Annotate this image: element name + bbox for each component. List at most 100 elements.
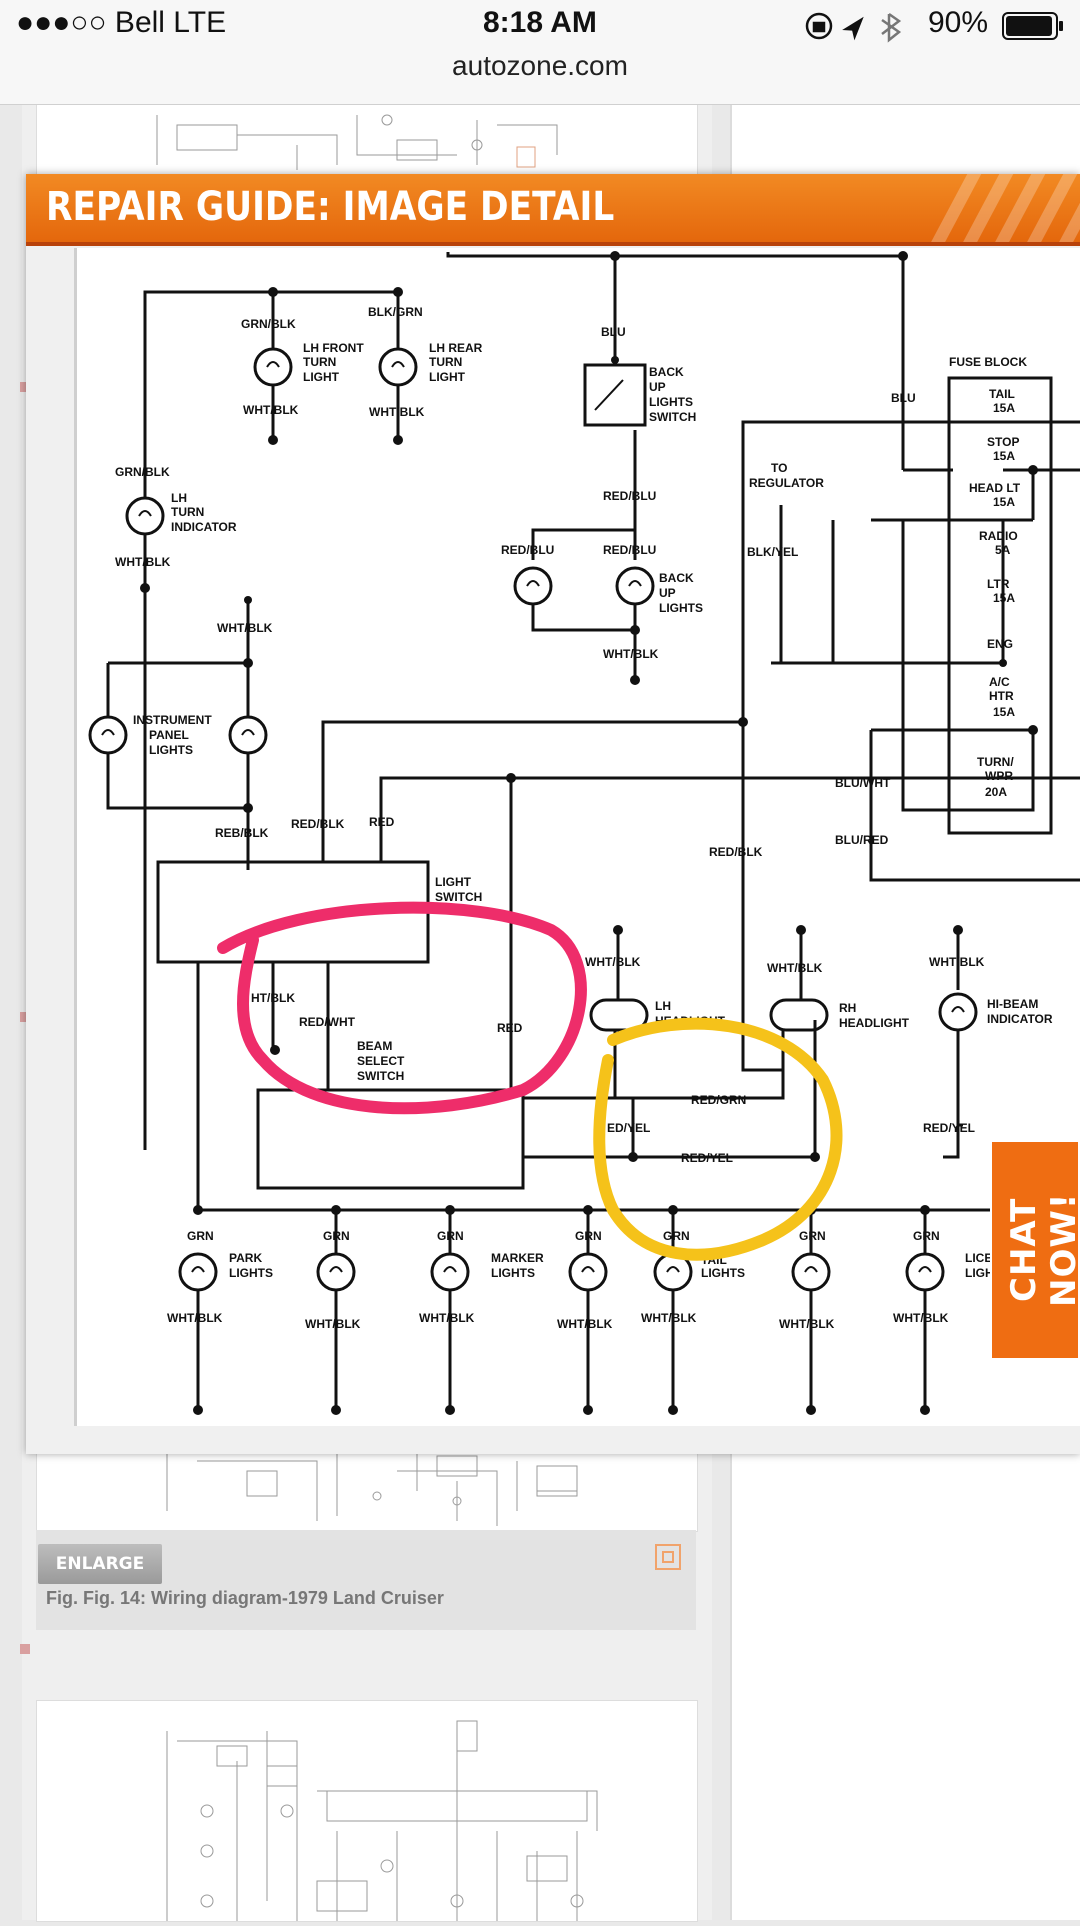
label-lights: LIGHTS bbox=[649, 395, 693, 409]
label-lights-2: LIGHTS bbox=[659, 601, 703, 615]
yellow-circle-annotation bbox=[593, 1017, 843, 1261]
bluetooth-icon bbox=[881, 12, 902, 43]
label-beam: BEAM bbox=[357, 1039, 392, 1053]
battery-icon bbox=[1002, 12, 1064, 40]
label-blk-grn: BLK/GRN bbox=[368, 305, 423, 319]
label-radio: RADIO bbox=[979, 529, 1018, 543]
lamp-filaments bbox=[101, 361, 965, 1273]
bullet-marker bbox=[20, 1644, 30, 1654]
label-instrument: INSTRUMENT bbox=[133, 713, 212, 727]
label-blu-red: BLU/RED bbox=[835, 833, 889, 847]
bullet-marker bbox=[20, 382, 30, 392]
label-indicator: INDICATOR bbox=[171, 520, 237, 534]
label-red-2: RED bbox=[497, 1021, 523, 1035]
next-figure-thumbnail[interactable] bbox=[36, 1700, 698, 1922]
label-15a: 15A bbox=[993, 401, 1015, 415]
label-wht-blk-11: WHT/BLK bbox=[419, 1311, 475, 1325]
label-grn-3: GRN bbox=[437, 1229, 464, 1243]
label-lights-5: LIGHTS bbox=[491, 1266, 535, 1280]
label-back-2: BACK bbox=[659, 571, 694, 585]
enlarge-button[interactable]: ENLARGE bbox=[38, 1544, 162, 1584]
expand-icon[interactable] bbox=[655, 1544, 681, 1570]
label-wht-blk-15: WHT/BLK bbox=[893, 1311, 949, 1325]
label-wht-blk-6: WHT/BLK bbox=[585, 955, 641, 969]
thumbnail-diagram bbox=[166, 1451, 578, 1526]
label-lh: LH bbox=[171, 491, 187, 505]
label-blk-yel: BLK/YEL bbox=[747, 545, 798, 559]
label-ht-blk: HT/BLK bbox=[251, 991, 295, 1005]
chat-now-label[interactable]: CHAT NOW! bbox=[1004, 1192, 1080, 1308]
label-grn: GRN bbox=[187, 1229, 214, 1243]
label-blu: BLU bbox=[601, 325, 626, 339]
label-to: TO bbox=[771, 461, 787, 475]
label-red-blu-2: RED/BLU bbox=[501, 543, 554, 557]
carrier-signal: ●●●○○ Bell LTE bbox=[16, 6, 227, 39]
image-detail-modal: REPAIR GUIDE: IMAGE DETAIL bbox=[26, 174, 1080, 1454]
label-htr: HTR bbox=[989, 689, 1014, 703]
label-rh: RH bbox=[839, 1001, 856, 1015]
label-lh-head: LH bbox=[655, 999, 671, 1013]
label-wht-blk-12: WHT/BLK bbox=[557, 1317, 613, 1331]
label-20a: 20A bbox=[985, 785, 1007, 799]
label-lights-3: LIGHTS bbox=[149, 743, 193, 757]
chat-now-button[interactable] bbox=[990, 1140, 1080, 1360]
label-up-2: UP bbox=[659, 586, 676, 600]
label-turn-wpr: TURN/ bbox=[977, 755, 1014, 769]
label-ligh: LIGH bbox=[965, 1266, 994, 1280]
label-15a-4: 15A bbox=[993, 591, 1015, 605]
modal-header: REPAIR GUIDE: IMAGE DETAIL bbox=[26, 174, 1080, 242]
label-red-grn: RED/GRN bbox=[691, 1093, 746, 1107]
url-bar[interactable]: autozone.com bbox=[452, 50, 628, 81]
label-blu-wht: BLU/WHT bbox=[835, 776, 891, 790]
label-red: RED bbox=[369, 815, 395, 829]
label-red-yel-2: RED/YEL bbox=[923, 1121, 975, 1135]
label-ed-yel: ED/YEL bbox=[607, 1121, 650, 1135]
label-grn-4: GRN bbox=[575, 1229, 602, 1243]
status-time: 8:18 AM bbox=[483, 6, 597, 39]
label-lh-front: LH FRONT bbox=[303, 341, 364, 355]
figure-14-thumbnail[interactable] bbox=[36, 1450, 698, 1532]
label-wht-blk-9: WHT/BLK bbox=[167, 1311, 223, 1325]
label-15a-3: 15A bbox=[993, 495, 1015, 509]
label-red-wht: RED/WHT bbox=[299, 1015, 356, 1029]
label-grn-2: GRN bbox=[323, 1229, 350, 1243]
label-wht-blk-13: WHT/BLK bbox=[641, 1311, 697, 1325]
wiring-diagram-svg: GRN/BLK BLK/GRN LH FRONT TURN LIGHT LH R… bbox=[88, 251, 1080, 1415]
label-turn-2: TURN bbox=[429, 355, 462, 369]
label-tail: TAIL bbox=[989, 387, 1015, 401]
label-lice: LICE bbox=[965, 1251, 992, 1265]
label-5a: 5A bbox=[995, 543, 1011, 557]
label-eng: ENG bbox=[987, 637, 1013, 651]
label-reb-blk: REB/BLK bbox=[215, 826, 269, 840]
thumbnail-diagram bbox=[156, 114, 558, 170]
status-icons bbox=[804, 8, 914, 44]
rotation-lock-icon bbox=[805, 12, 833, 40]
previous-figure-thumbnail[interactable] bbox=[36, 104, 698, 176]
label-headlight-2: HEADLIGHT bbox=[839, 1016, 910, 1030]
label-up: UP bbox=[649, 380, 666, 394]
diagram-labels: GRN/BLK BLK/GRN LH FRONT TURN LIGHT LH R… bbox=[115, 305, 1053, 1331]
label-lights-6: LIGHTS bbox=[701, 1266, 745, 1280]
label-light-switch: LIGHT bbox=[435, 875, 472, 889]
label-park: PARK bbox=[229, 1251, 262, 1265]
label-wht-blk: WHT/BLK bbox=[243, 403, 299, 417]
wiring-diagram[interactable]: GRN/BLK BLK/GRN LH FRONT TURN LIGHT LH R… bbox=[74, 248, 1080, 1426]
battery-percent: 90% bbox=[928, 6, 989, 39]
wires bbox=[106, 252, 1080, 1410]
label-lights-4: LIGHTS bbox=[229, 1266, 273, 1280]
label-red-blu: RED/BLU bbox=[603, 489, 656, 503]
label-red-blk-2: RED/BLK bbox=[709, 845, 763, 859]
label-light: LIGHT bbox=[303, 370, 340, 384]
label-turn-3: TURN bbox=[171, 505, 204, 519]
label-wht-blk-10: WHT/BLK bbox=[305, 1317, 361, 1331]
label-back: BACK bbox=[649, 365, 684, 379]
label-switch-2: SWITCH bbox=[357, 1069, 404, 1083]
figure-caption: Fig. Fig. 14: Wiring diagram-1979 Land C… bbox=[46, 1588, 444, 1608]
label-lh-rear: LH REAR bbox=[429, 341, 483, 355]
lamps bbox=[88, 347, 978, 1292]
label-ltr: LTR bbox=[987, 577, 1010, 591]
label-head-lt: HEAD LT bbox=[969, 481, 1021, 495]
label-stop: STOP bbox=[987, 435, 1019, 449]
label-grn-blk: GRN/BLK bbox=[241, 317, 296, 331]
label-15a-2: 15A bbox=[993, 449, 1015, 463]
